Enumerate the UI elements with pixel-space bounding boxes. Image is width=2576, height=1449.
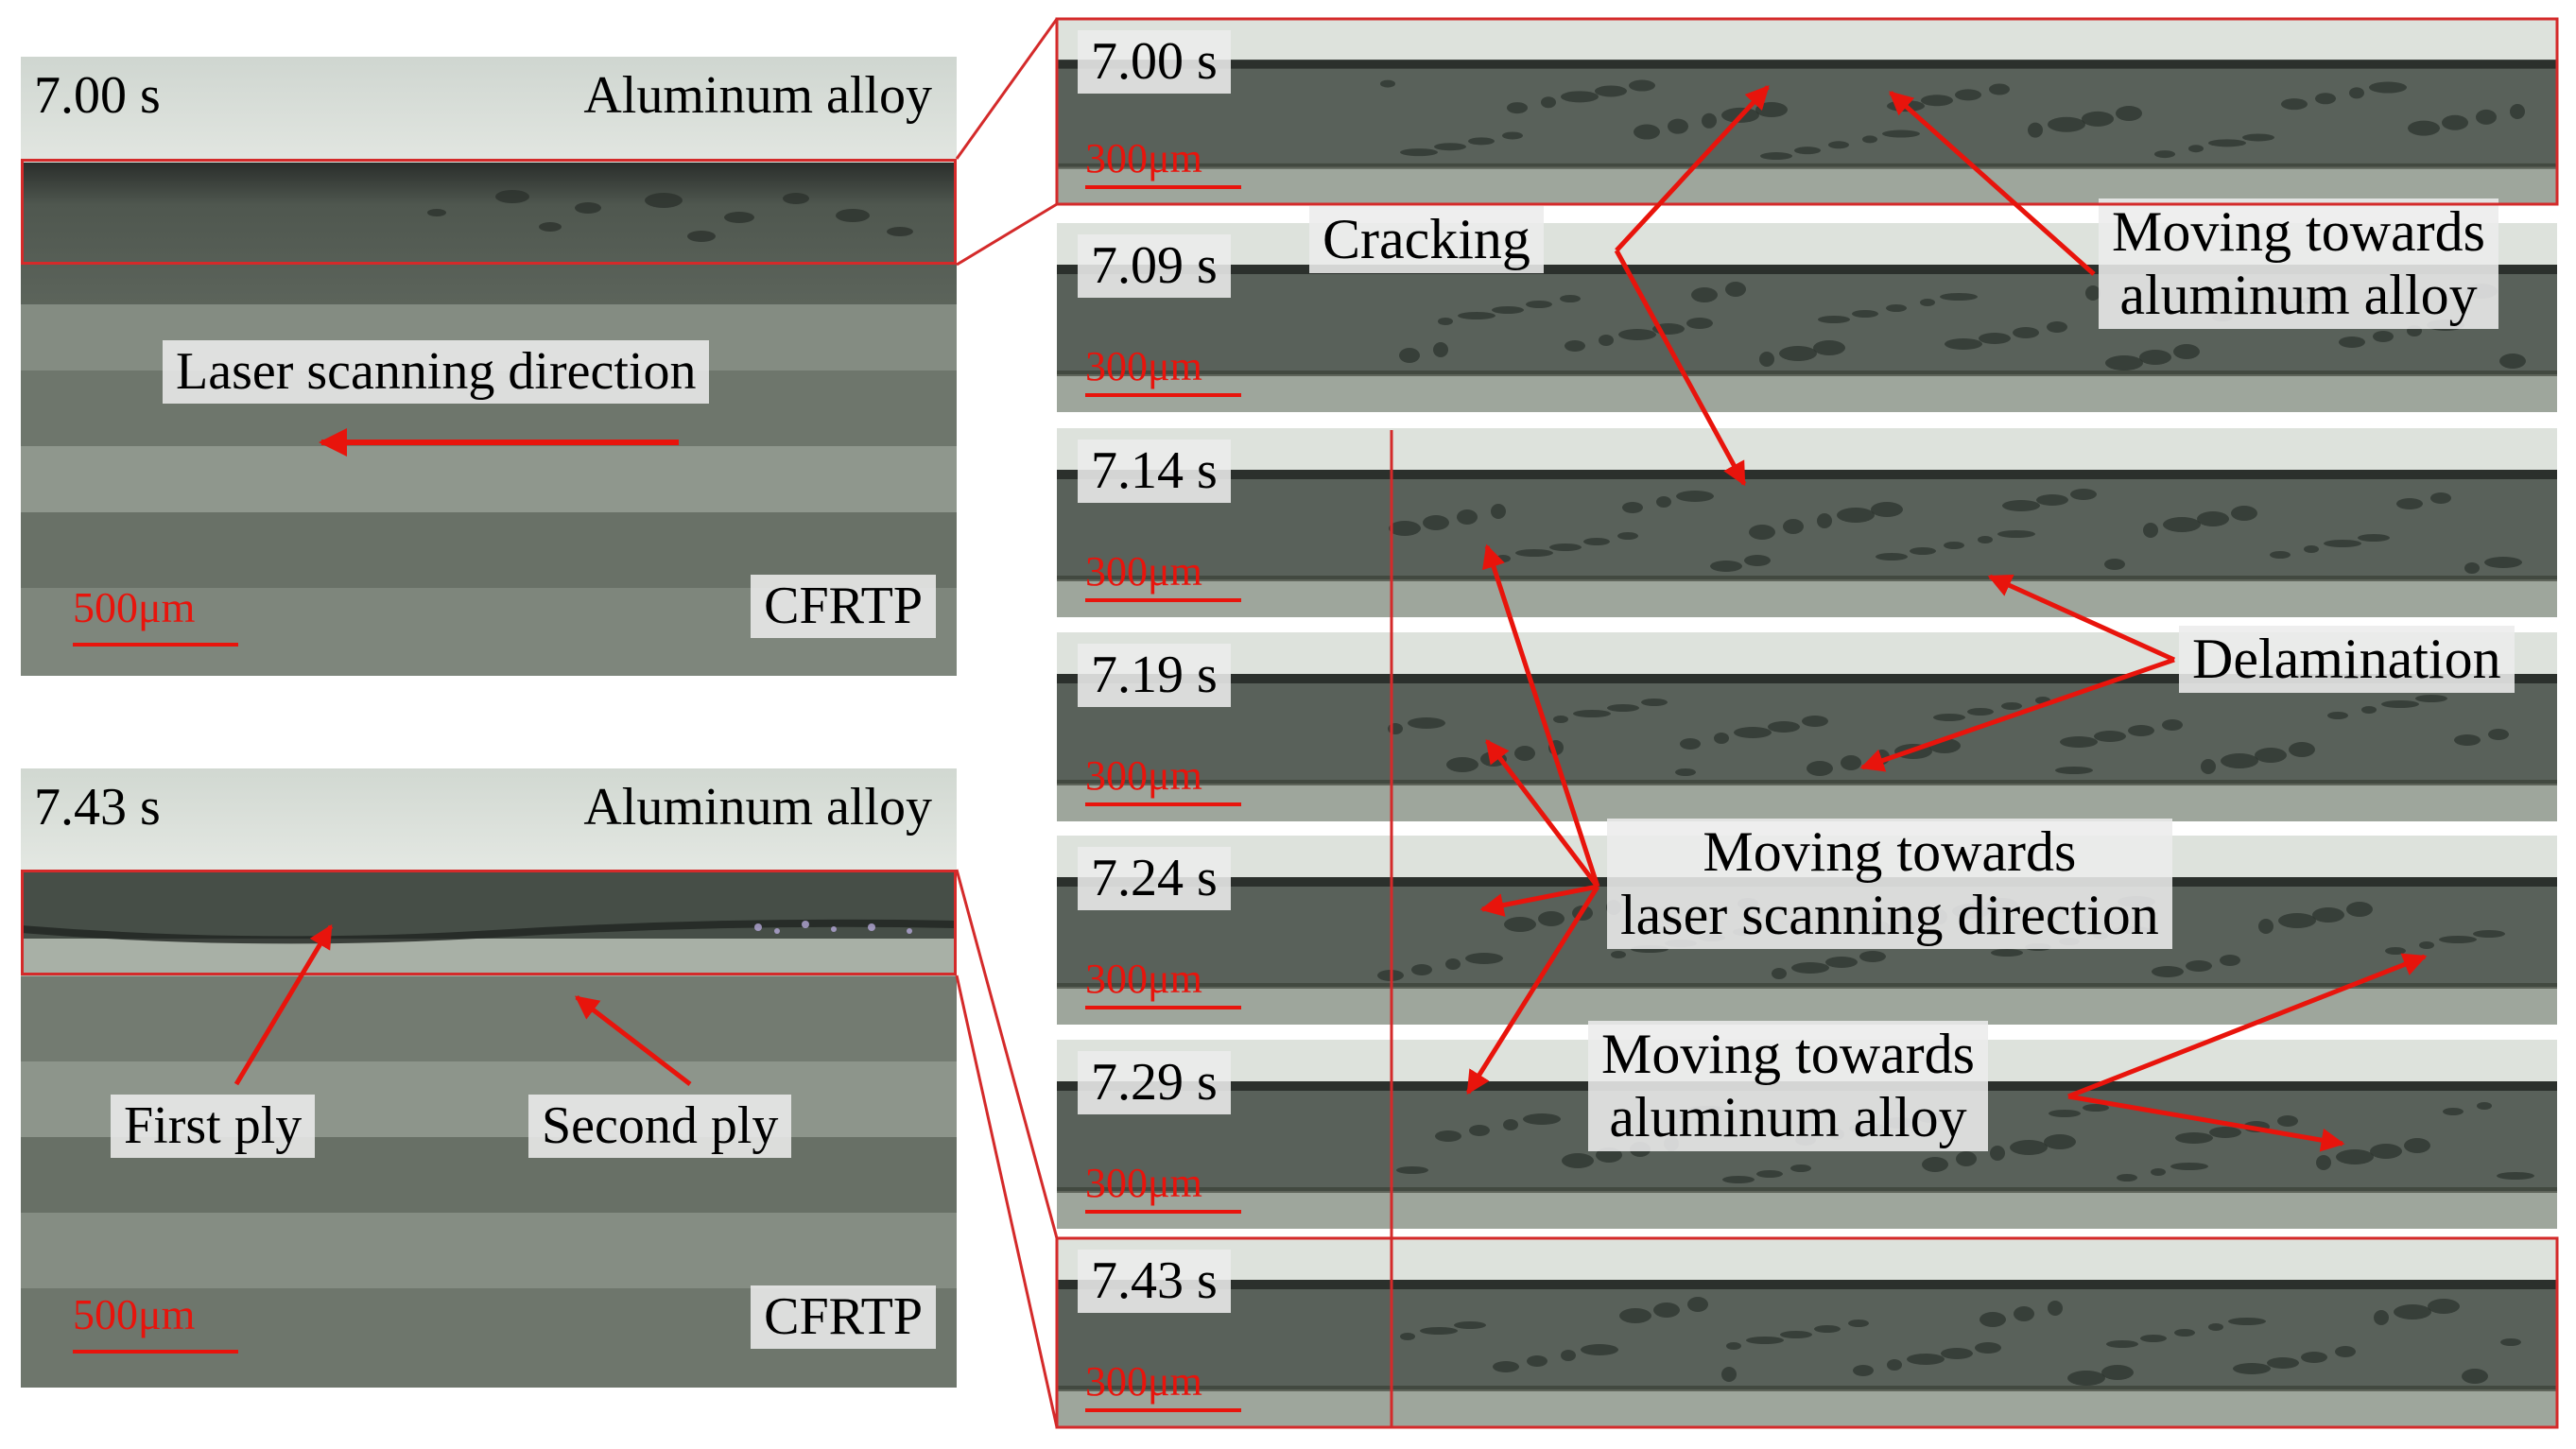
scale-label: 500μm (73, 1290, 196, 1338)
label-line: Moving towards (2112, 200, 2485, 263)
first-ply-arrow (233, 923, 334, 1086)
material-label-aluminum: Aluminum alloy (583, 66, 932, 125)
label-line: Moving towards (1703, 820, 2077, 883)
time-label: 7.00 s (1078, 30, 1231, 94)
scale-bar (1085, 1408, 1241, 1412)
material-label-aluminum: Aluminum alloy (583, 778, 932, 837)
zoom-region-box (21, 870, 957, 975)
moving-aluminum-arrow (2067, 953, 2428, 1099)
moving-laser-arrow (1465, 885, 1600, 1095)
zoom-connector-line (956, 202, 1058, 267)
scale-label: 300μm (1085, 343, 1202, 389)
delamination-arrow (1987, 574, 2176, 663)
moving-towards-aluminum-label-1: Moving towards aluminum alloy (2099, 198, 2498, 330)
timestep-strip-image (1057, 1238, 2557, 1427)
label-line: aluminum alloy (1609, 1086, 1967, 1149)
label-line: aluminum alloy (2119, 264, 2478, 327)
scale-bar (73, 1350, 238, 1354)
time-label: 7.09 s (1078, 234, 1231, 298)
scale-label: 300μm (1085, 1358, 1202, 1405)
scale-bar (1085, 185, 1241, 189)
scale-label: 300μm (1085, 1160, 1202, 1206)
moving-towards-aluminum-label-2: Moving towards aluminum alloy (1588, 1021, 1988, 1152)
zoom-region-box (21, 159, 957, 265)
scale-bar (73, 643, 238, 647)
zoom-connector-line (955, 18, 1059, 160)
scale-bar (1085, 393, 1241, 397)
scale-label: 300μm (1085, 135, 1202, 181)
moving-laser-arrow (1479, 884, 1599, 917)
time-label: 7.43 s (34, 778, 161, 837)
scale-label: 300μm (1085, 752, 1202, 799)
scale-label: 300μm (1085, 548, 1202, 595)
time-label: 7.43 s (1078, 1250, 1231, 1313)
time-label: 7.29 s (1078, 1051, 1231, 1114)
material-label-cfrtp: CFRTP (751, 575, 936, 638)
timestep-strip: 7.00 s 300μm (1057, 19, 2557, 204)
moving-laser-arrow (1482, 543, 1600, 888)
scale-label: 500μm (73, 583, 196, 631)
scale-bar (1085, 1210, 1241, 1214)
scale-bar (1085, 1006, 1241, 1009)
timestep-strip: 7.43 s 300μm (1057, 1238, 2557, 1427)
first-ply-label: First ply (111, 1095, 316, 1158)
laser-direction-label: Laser scanning direction (163, 340, 710, 404)
zoom-connector-line (955, 869, 1059, 1239)
cracking-arrow (1615, 85, 1770, 252)
label-line: laser scanning direction (1620, 884, 2159, 947)
delamination-label: Delamination (2179, 626, 2515, 694)
time-label: 7.24 s (1078, 847, 1231, 910)
timestep-strip: 7.14 s 300μm (1057, 428, 2557, 617)
moving-aluminum-arrow (2067, 1094, 2345, 1152)
scale-bar (1085, 802, 1241, 806)
zoom-target-box (1055, 1236, 2559, 1429)
moving-aluminum-arrow (1889, 91, 2096, 276)
time-label: 7.00 s (34, 66, 161, 125)
material-label-cfrtp: CFRTP (751, 1285, 936, 1349)
scale-bar (1085, 598, 1241, 602)
cracking-arrow (1614, 249, 1747, 487)
second-ply-label: Second ply (528, 1095, 792, 1158)
moving-laser-arrow (1485, 739, 1599, 888)
zoom-target-box (1055, 17, 2559, 206)
left-top-micrograph: 7.00 s Aluminum alloy Laser scanning dir… (21, 57, 957, 676)
scale-label: 300μm (1085, 956, 1202, 1002)
timestep-strip-image (1057, 428, 2557, 617)
timestep-strip-image (1057, 19, 2557, 204)
zoom-connector-line (955, 975, 1059, 1428)
label-line: Moving towards (1601, 1023, 1975, 1085)
second-ply-arrow (575, 995, 692, 1086)
left-bottom-micrograph: 7.43 s Aluminum alloy First ply Second p… (21, 768, 957, 1388)
time-label: 7.19 s (1078, 644, 1231, 707)
delamination-arrow (1859, 657, 2175, 772)
moving-towards-laser-label: Moving towards laser scanning direction (1607, 819, 2172, 950)
cracking-label: Cracking (1309, 206, 1544, 274)
time-label: 7.14 s (1078, 440, 1231, 503)
